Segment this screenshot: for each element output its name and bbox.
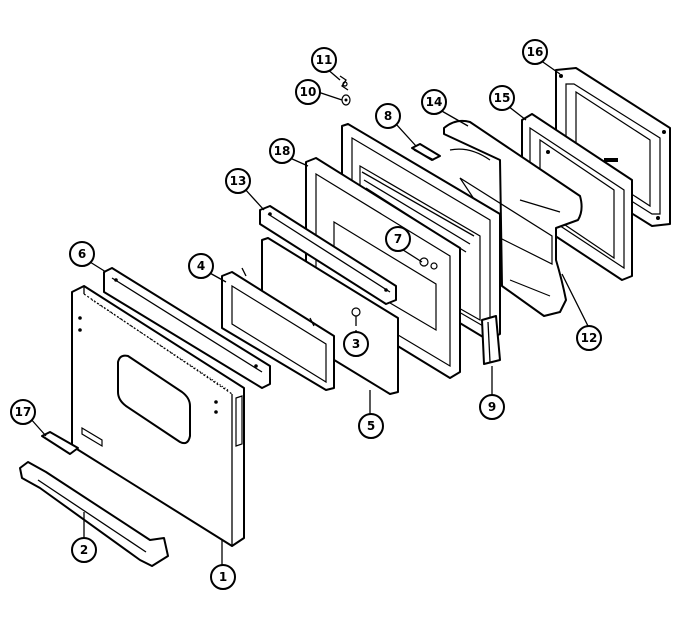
callout-13[interactable]: 13 xyxy=(225,168,251,194)
callout-3[interactable]: 3 xyxy=(343,331,369,357)
callout-17[interactable]: 17 xyxy=(10,399,36,425)
callout-6[interactable]: 6 xyxy=(69,241,95,267)
part-13-strip[interactable] xyxy=(259,205,397,305)
part-4-window-frame[interactable] xyxy=(221,267,335,391)
callout-11[interactable]: 11 xyxy=(311,47,337,73)
callout-label: 10 xyxy=(300,85,317,99)
callout-label: 18 xyxy=(274,144,291,158)
callout-label: 7 xyxy=(394,232,402,246)
callout-label: 5 xyxy=(367,419,375,433)
part-10-clip[interactable] xyxy=(341,94,351,106)
callout-label: 14 xyxy=(426,95,443,109)
callout-label: 13 xyxy=(230,174,247,188)
callout-5[interactable]: 5 xyxy=(358,413,384,439)
callout-label: 2 xyxy=(80,543,88,557)
callouts: 11 10 8 14 15 16 18 13 7 6 4 3 5 9 12 17… xyxy=(10,39,602,590)
callout-label: 1 xyxy=(219,570,227,584)
callout-1[interactable]: 1 xyxy=(210,564,236,590)
callout-7[interactable]: 7 xyxy=(385,226,411,252)
callout-15[interactable]: 15 xyxy=(489,85,515,111)
callout-label: 16 xyxy=(527,45,544,59)
callout-2[interactable]: 2 xyxy=(71,537,97,563)
callout-label: 9 xyxy=(488,400,496,414)
part-8-bracket[interactable] xyxy=(411,143,441,161)
part-1-outer-door[interactable] xyxy=(71,285,245,547)
part-9-hinge[interactable] xyxy=(481,315,501,365)
callout-18[interactable]: 18 xyxy=(269,138,295,164)
callout-14[interactable]: 14 xyxy=(421,89,447,115)
part-3-screw[interactable] xyxy=(351,307,361,326)
callout-8[interactable]: 8 xyxy=(375,103,401,129)
part-17-badge[interactable] xyxy=(41,431,79,455)
part-14-insulation[interactable] xyxy=(443,119,583,317)
callout-9[interactable]: 9 xyxy=(479,394,505,420)
leader-lines xyxy=(29,59,589,566)
callout-4[interactable]: 4 xyxy=(188,253,214,279)
callout-label: 8 xyxy=(384,109,392,123)
callout-label: 4 xyxy=(197,259,205,273)
callout-label: 3 xyxy=(352,337,360,351)
part-6-trim[interactable] xyxy=(103,267,271,389)
callout-label: 6 xyxy=(78,247,86,261)
part-11-screw[interactable] xyxy=(339,75,349,91)
callout-12[interactable]: 12 xyxy=(576,325,602,351)
callout-label: 17 xyxy=(15,405,32,419)
callout-16[interactable]: 16 xyxy=(522,39,548,65)
callout-label: 11 xyxy=(316,53,333,67)
part-2-handle[interactable] xyxy=(19,461,169,567)
callout-10[interactable]: 10 xyxy=(295,79,321,105)
callout-label: 15 xyxy=(494,91,511,105)
callout-label: 12 xyxy=(581,331,598,345)
